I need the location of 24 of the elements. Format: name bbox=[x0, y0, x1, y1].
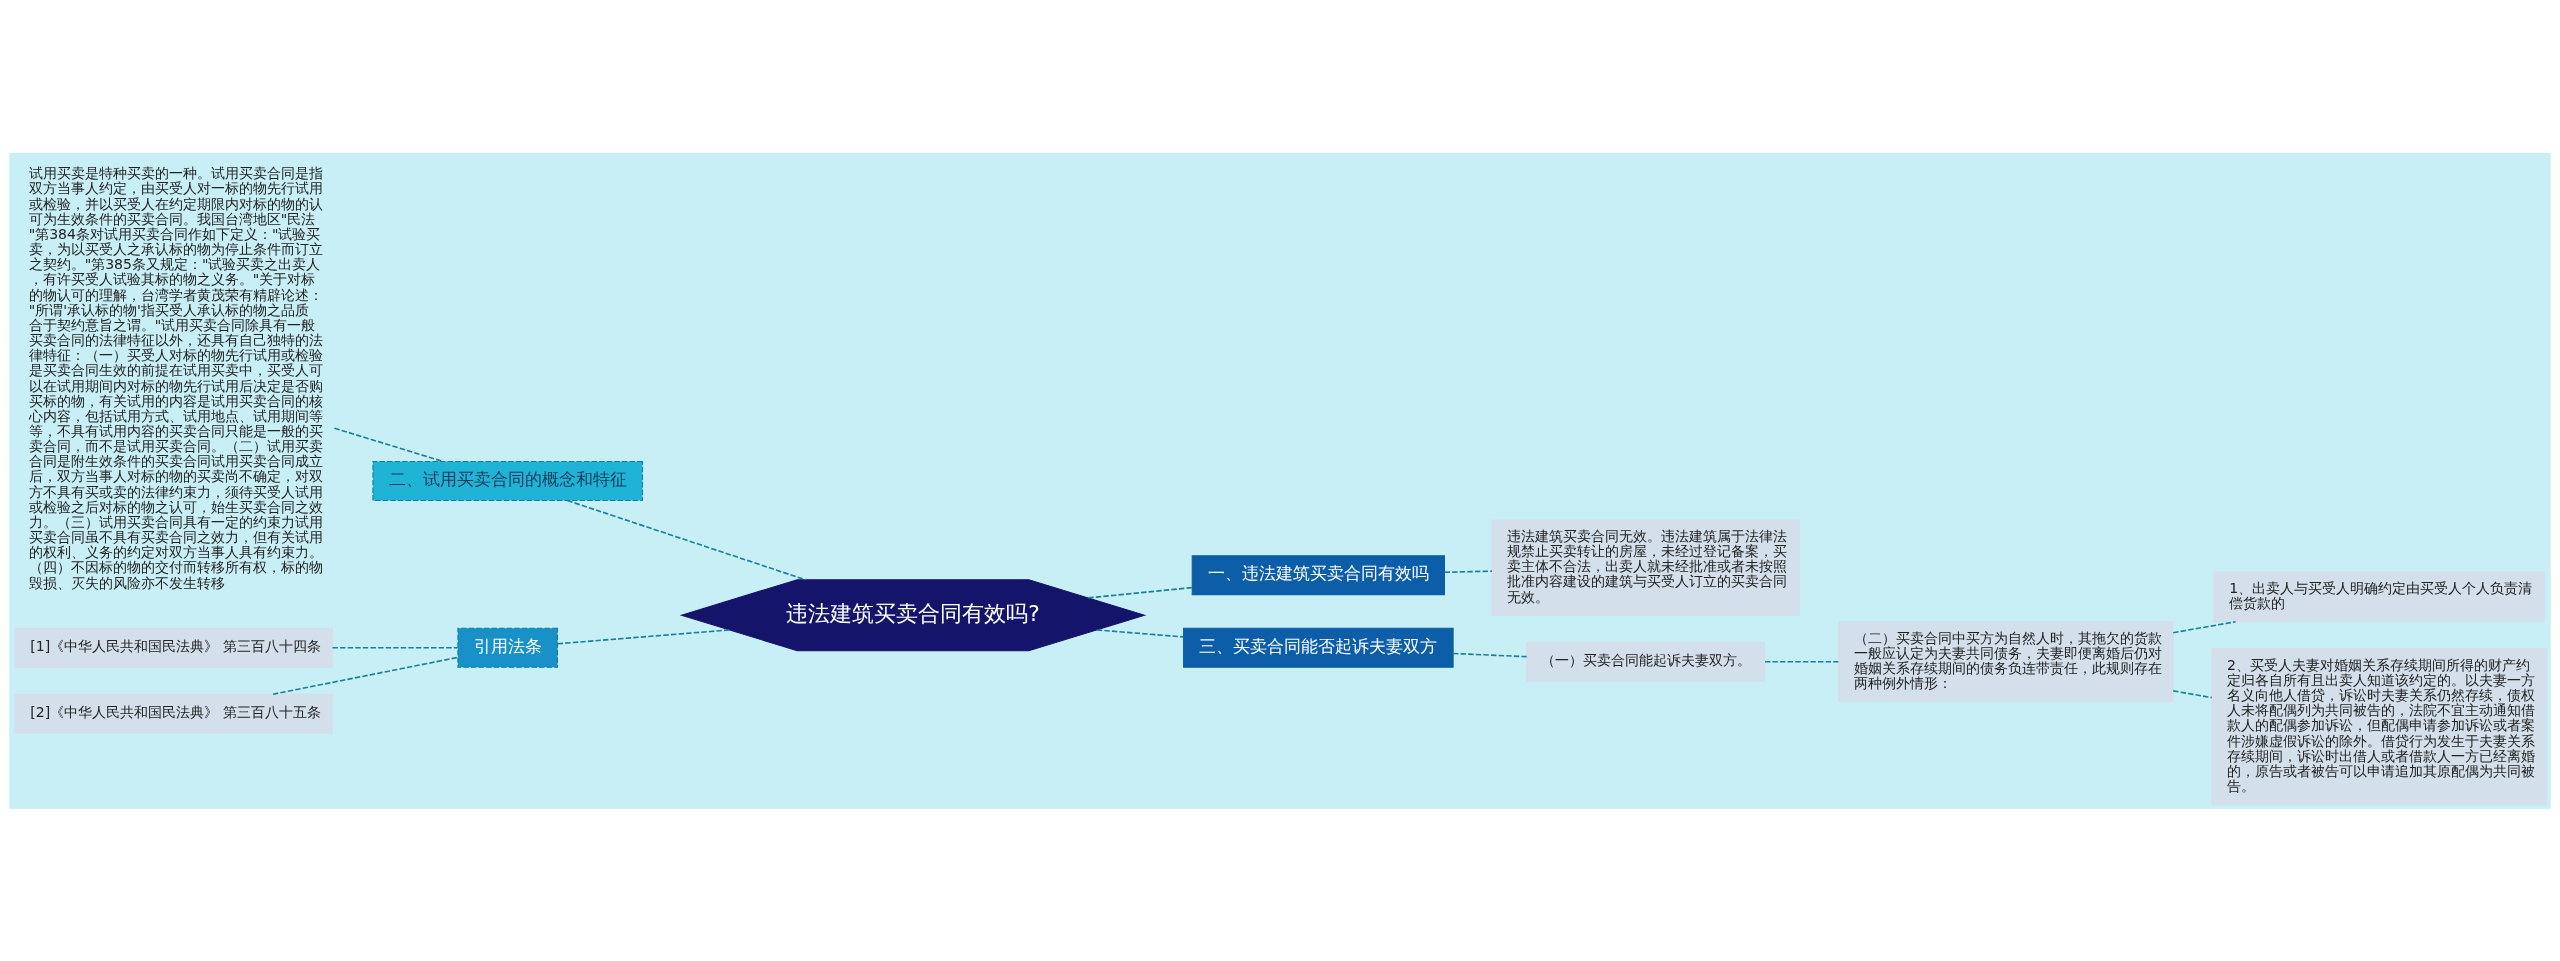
connector bbox=[2172, 620, 2237, 633]
connector bbox=[1764, 660, 1840, 663]
connector bbox=[333, 426, 444, 462]
node-box: 1、出卖人与买受人明确约定由买受人个人负责清偿货款的 bbox=[2213, 570, 2545, 622]
connector bbox=[1087, 586, 1193, 599]
connector bbox=[566, 499, 807, 581]
node-box: 违法建筑买卖合同无效。违法建筑属于法律法规禁止买卖转让的房屋，未经过登记备案，买卖主体不合法，出卖人就未经批准或者未按照批准内容建设的建筑与买受人订立的买卖合同无效。 bbox=[1491, 518, 1801, 616]
connector bbox=[557, 628, 730, 645]
connector bbox=[1096, 628, 1185, 638]
connector bbox=[1452, 652, 1528, 657]
node-box: 引用法条 bbox=[457, 627, 559, 668]
node-box: （一）买卖合同能起诉夫妻双方。 bbox=[1526, 641, 1766, 682]
node-box: [1]《中华人民共和国民法典》 第三百八十四条 bbox=[14, 627, 333, 668]
node-box: 一、违法建筑买卖合同有效吗 bbox=[1191, 554, 1445, 595]
node-box: （二）买卖合同中买方为自然人时，其拖欠的货款一般应认定为夫妻共同债务，夫妻即便离婚后仍对婚姻关系存续期间的债务负连带责任，此规则存在两种例外情形： bbox=[1837, 620, 2174, 702]
node-box: 2、买受人夫妻对婚姻关系存续期间所得的财产约定归各自所有且出卖人知道该约定的。以夫妻一方名义向他人借贷，诉讼时夫妻关系仍然存续，债权人未将配偶列为共同被告的，法院不宜主动通知借款人的配偶参加诉讼，但配偶申请参加诉讼或者案件涉嫌虚假诉讼的除外。借贷行为发生于夫妻关系存续期间，诉讼时出借人或者借款人一方已经离婚的，原告或者被告可以申请追加其原配偶为共同被告。 bbox=[2211, 647, 2547, 805]
node-text: 试用买卖是特种买卖的一种。试用买卖合同是指双方当事人约定，由买受人对一标的物先行试用或检验，并以买受人在约定期限内对标的物的认可为生效条件的买卖合同。我国台湾地区"民法"第384条对试用买卖合同作如下定义："试验买卖，为以买受人之承认标的物为停止条件而订立之契约。"第385条又规定："试验买卖之出卖人，有许买受人试验其标的物之义务。"关于对标的物认可的理解，台湾学者黄茂荣有精辟论述："所谓'承认标的物'指买受人承认标的物之品质合于契约意旨之谓。"试用买卖合同除具有一般买卖合同的法律特征以外，还具有自己独特的法律特征：（一）买受人对标的物先行试用或检验是买卖合同生效的前提在试用买卖中，买受人可以在试用期间内对标的物先行试用后决定是否购买标的物，有关试用的内容是试用买卖合同的核心内容，包括试用方式、试用地点、试用期间等等，不具有试用内容的买卖合同只能是一般的买卖合同，而不是试用买卖合同。（二）试用买卖合同是附生效条件的买卖合同试用买卖合同成立后，双方当事人对标的物的买卖尚不确定，对双方不具有买或卖的法律约束力，须待买受人试用或检验之后对标的物之认可，始生买卖合同之效力。（三）试用买卖合同具有一定的约束力试用买卖合同虽不具有买卖合同之效力，但有关试用的权利、义务的约定对双方当事人具有约束力。（四）不因标的物的交付而转移所有权，标的物毁损、灭失的风险亦不发生转移 bbox=[28, 164, 323, 591]
node-box: [2]《中华人民共和国民法典》 第三百八十五条 bbox=[14, 693, 333, 734]
connector bbox=[272, 656, 459, 695]
connector bbox=[2172, 689, 2213, 698]
connector bbox=[331, 646, 459, 648]
connector bbox=[1443, 569, 1493, 573]
node-box: 三、买卖合同能否起诉夫妻双方 bbox=[1183, 627, 1454, 668]
node-box: 二、试用买卖合同的概念和特征 bbox=[372, 460, 644, 501]
